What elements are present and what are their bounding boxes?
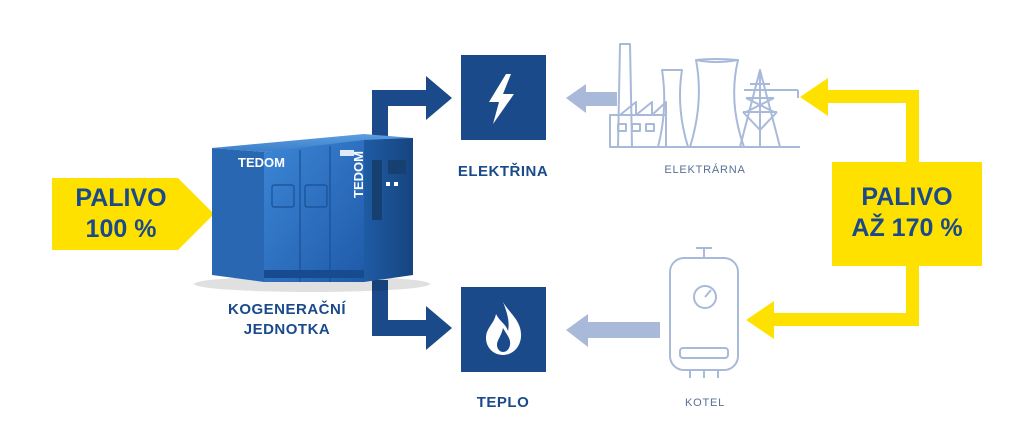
unit-to-heat-arrow bbox=[372, 280, 452, 350]
fuel-input-arrow bbox=[52, 178, 214, 250]
power-plant-icon bbox=[609, 43, 800, 148]
fuel-input-line2: 100 % bbox=[85, 215, 157, 243]
unit-label: KOGENERAČNÍ JEDNOTKA bbox=[212, 300, 362, 340]
electricity-label: ELEKTŘINA bbox=[457, 163, 549, 180]
unit-label-line2: JEDNOTKA bbox=[243, 321, 331, 338]
power-plant-to-electricity-arrow bbox=[566, 84, 617, 113]
unit-label-line1: KOGENERAČNÍ bbox=[227, 301, 346, 318]
heat-label: TEPLO bbox=[476, 394, 530, 411]
boiler-icon bbox=[669, 247, 739, 378]
fuel-output-label: PALIVO AŽ 170 % bbox=[834, 182, 980, 244]
unit-to-electricity-arrow bbox=[372, 76, 452, 144]
power-plant-label: ELEKTRÁRNA bbox=[664, 164, 746, 176]
fuel-output-box bbox=[832, 162, 982, 266]
cogeneration-unit-image: TEDOM TEDOM bbox=[194, 134, 430, 292]
fuel-output-line2: AŽ 170 % bbox=[851, 214, 963, 242]
fuel-input-label: PALIVO 100 % bbox=[56, 183, 186, 245]
unit-side-brand-text: TEDOM bbox=[351, 151, 366, 198]
flame-icon bbox=[486, 302, 522, 355]
boiler-label: KOTEL bbox=[684, 397, 726, 409]
unit-brand-text: TEDOM bbox=[238, 155, 285, 170]
fuel-output-line1: PALIVO bbox=[861, 183, 953, 211]
fuel-input-line1: PALIVO bbox=[75, 184, 167, 212]
lightning-bolt-icon bbox=[489, 74, 514, 124]
boiler-to-heat-arrow bbox=[566, 314, 660, 347]
